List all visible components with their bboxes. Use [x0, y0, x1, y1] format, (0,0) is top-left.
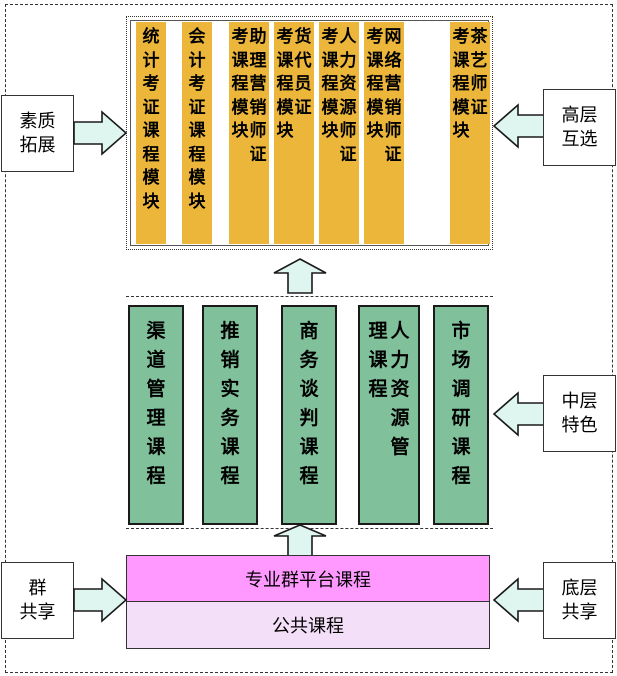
- top-module-6-text: 考课程模块: [366, 27, 384, 141]
- up-arrow-bottom: [273, 524, 327, 557]
- top-module-4: 考课程模块货代员证: [274, 22, 314, 244]
- top-module-7-text: 考课程模块: [452, 27, 470, 141]
- top-module-4-text: 考课程模块: [276, 27, 294, 141]
- left-label-bottom-text: 群 共享: [19, 577, 56, 623]
- left-arrow-right-middle: [492, 391, 547, 437]
- platform-course-box: 专业群平台课程: [126, 555, 490, 602]
- right-label-top-text: 高层 互选: [561, 104, 598, 150]
- middle-course-4-text: 人力资源管: [390, 320, 410, 458]
- top-module-3-text: 助理营销师证: [249, 27, 267, 165]
- top-module-5-text: 考课程模块: [321, 27, 339, 141]
- middle-course-3: 商务谈判课程: [281, 305, 337, 525]
- middle-course-2: 推销实务课程: [202, 305, 258, 525]
- middle-course-2-text: 推销实务课程: [220, 320, 240, 487]
- top-module-3: 考课程模块助理营销师证: [229, 22, 269, 244]
- top-module-6-text: 网络营销师证: [384, 27, 402, 165]
- left-label-top-text: 素质 拓展: [19, 110, 56, 156]
- top-module-6: 考课程模块网络营销师证: [364, 22, 404, 244]
- top-module-1-text: 统计考证课程模块: [142, 27, 160, 212]
- left-arrow-right-bottom: [492, 577, 547, 623]
- public-course-box: 公共课程: [126, 601, 490, 649]
- right-arrow-left-bottom: [73, 577, 128, 623]
- middle-course-1: 渠道管理课程: [128, 305, 184, 525]
- public-course-label: 公共课程: [272, 616, 344, 637]
- middle-course-3-text: 商务谈判课程: [299, 320, 319, 487]
- left-arrow-right-top: [492, 103, 547, 149]
- left-label-top: 素质 拓展: [1, 95, 74, 172]
- top-module-3-text: 考课程模块: [231, 27, 249, 141]
- left-label-bottom: 群 共享: [1, 562, 74, 639]
- top-module-2: 会计考证课程模块: [182, 22, 212, 244]
- middle-course-4-text: 理课程: [368, 320, 388, 400]
- middle-course-5-text: 市场调研课程: [451, 320, 471, 487]
- middle-top-dash: [126, 296, 493, 297]
- top-module-2-text: 会计考证课程模块: [188, 27, 206, 212]
- right-label-bottom: 底层 共享: [543, 562, 616, 639]
- middle-course-5: 市场调研课程: [433, 305, 489, 525]
- top-module-7: 考课程模块茶艺师证: [450, 22, 490, 244]
- top-module-5: 考课程模块人力资源师证: [319, 22, 359, 244]
- outer-frame: [5, 4, 613, 673]
- top-module-4-text: 货代员证: [294, 27, 312, 118]
- up-arrow-top: [273, 258, 327, 294]
- right-arrow-left-top: [73, 110, 128, 156]
- top-module-1: 统计考证课程模块: [136, 22, 166, 244]
- middle-course-1-text: 渠道管理课程: [146, 320, 166, 487]
- platform-course-label: 专业群平台课程: [245, 569, 371, 591]
- top-module-7-text: 茶艺师证: [470, 27, 488, 118]
- top-module-5-text: 人力资源师证: [339, 27, 357, 165]
- right-label-middle: 中层 特色: [543, 375, 616, 452]
- middle-course-4: 理课程人力资源管: [358, 305, 420, 525]
- right-label-middle-text: 中层 特色: [561, 390, 598, 436]
- right-label-top: 高层 互选: [543, 89, 616, 166]
- right-label-bottom-text: 底层 共享: [561, 577, 598, 623]
